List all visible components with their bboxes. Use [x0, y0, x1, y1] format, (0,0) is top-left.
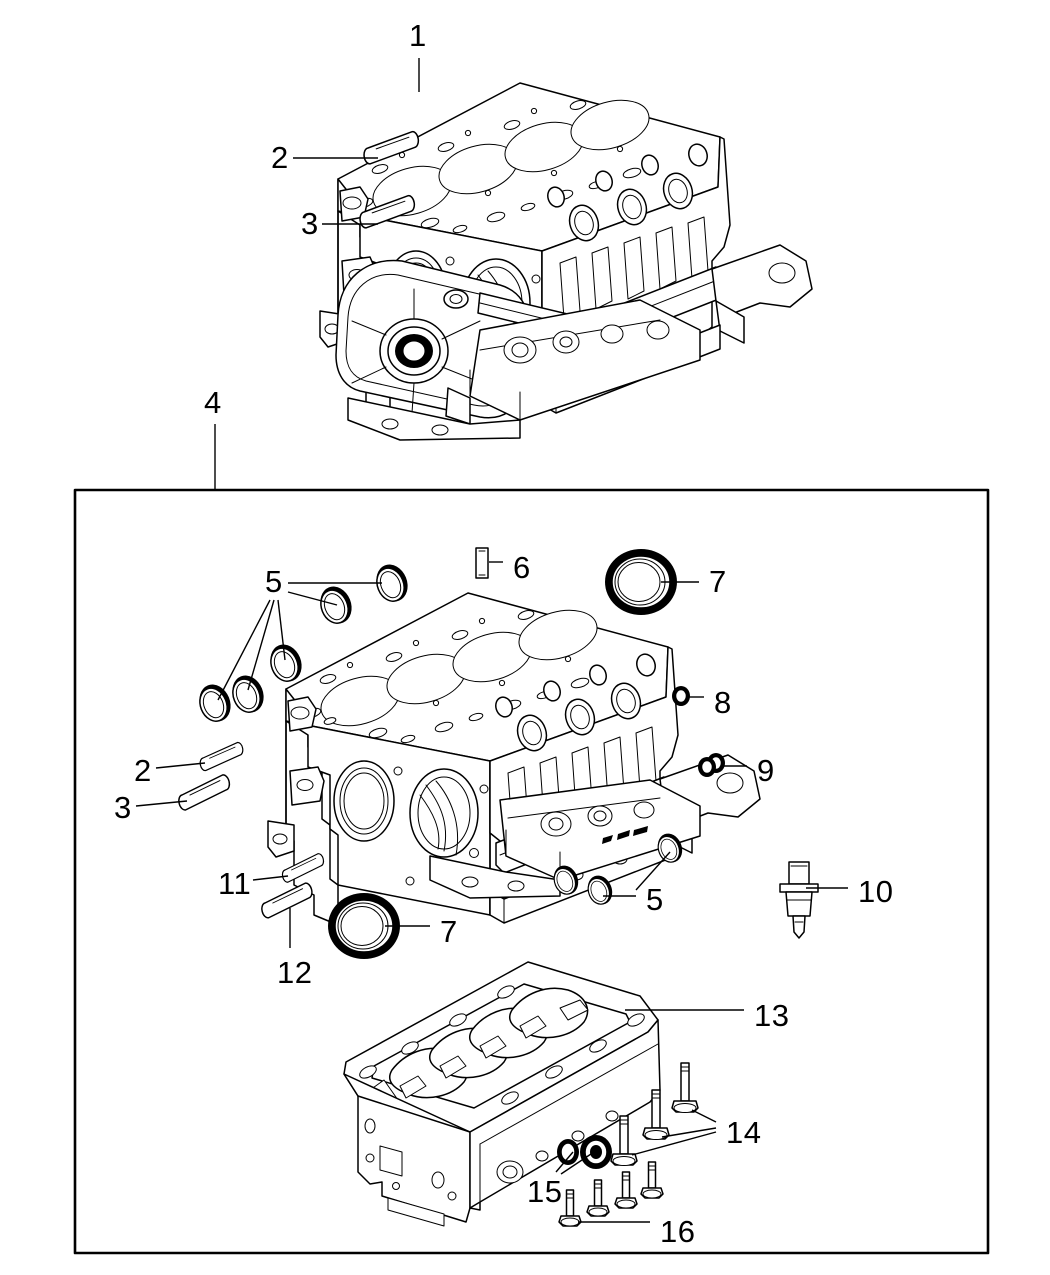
- callout-number-16: 16: [660, 1214, 696, 1249]
- callout-number-8: 8: [714, 685, 732, 720]
- callout-number-13: 13: [754, 998, 790, 1033]
- leader-line-11: [252, 875, 289, 881]
- callout-number-5: 5: [646, 882, 664, 917]
- leader-line-5d: [247, 599, 275, 691]
- leader-line-14b: [661, 1127, 717, 1138]
- callout-number-1: 1: [409, 18, 427, 53]
- bushing-part: [698, 753, 725, 777]
- leader-line-15b: [560, 1151, 595, 1175]
- callout-number-2: 2: [134, 753, 152, 788]
- leader-line-14c: [631, 1131, 717, 1156]
- cast-logo-mark: [602, 826, 648, 844]
- callout-number-12: 12: [277, 955, 313, 990]
- key-pin-part: [475, 547, 489, 579]
- leader-line-2b: [155, 762, 206, 769]
- callout-number-9: 9: [757, 753, 775, 788]
- short-bolt-parts: [558, 1161, 664, 1227]
- cylinder-block-drawing: [267, 592, 761, 926]
- callout-number-14: 14: [726, 1115, 762, 1150]
- leader-line-3b: [135, 800, 188, 807]
- callout-number-6: 6: [513, 550, 531, 585]
- callout-number-7: 7: [440, 914, 458, 949]
- bedplate-drawing: [343, 961, 661, 1227]
- callout-number-7: 7: [709, 564, 727, 599]
- callout-number-5: 5: [265, 564, 283, 599]
- callout-number-3: 3: [114, 790, 132, 825]
- callout-leader-lines: [135, 58, 848, 1223]
- leader-line-14a: [691, 1109, 717, 1123]
- callout-number-3: 3: [301, 206, 319, 241]
- leader-line-5c: [277, 599, 286, 661]
- group-frame: [73, 488, 990, 1255]
- block-bottom-rail: [429, 779, 701, 899]
- callout-number-4: 4: [204, 385, 222, 420]
- leader-line-5b: [287, 591, 338, 606]
- callout-number-2: 2: [271, 140, 289, 175]
- oil-jet-plug-part: [672, 686, 690, 706]
- knock-sensor-fitting-part: [779, 861, 819, 939]
- short-block-assembly-drawing: [319, 82, 813, 441]
- callout-number-10: 10: [858, 874, 894, 909]
- leader-line-5g: [635, 851, 671, 891]
- callout-number-15: 15: [527, 1174, 563, 1209]
- leader-line-15a: [555, 1151, 574, 1173]
- washer-spacer-parts: [557, 1135, 612, 1169]
- lower-rail-detail: [347, 299, 701, 441]
- callout-number-11: 11: [218, 866, 252, 901]
- leader-line-5e: [217, 599, 271, 701]
